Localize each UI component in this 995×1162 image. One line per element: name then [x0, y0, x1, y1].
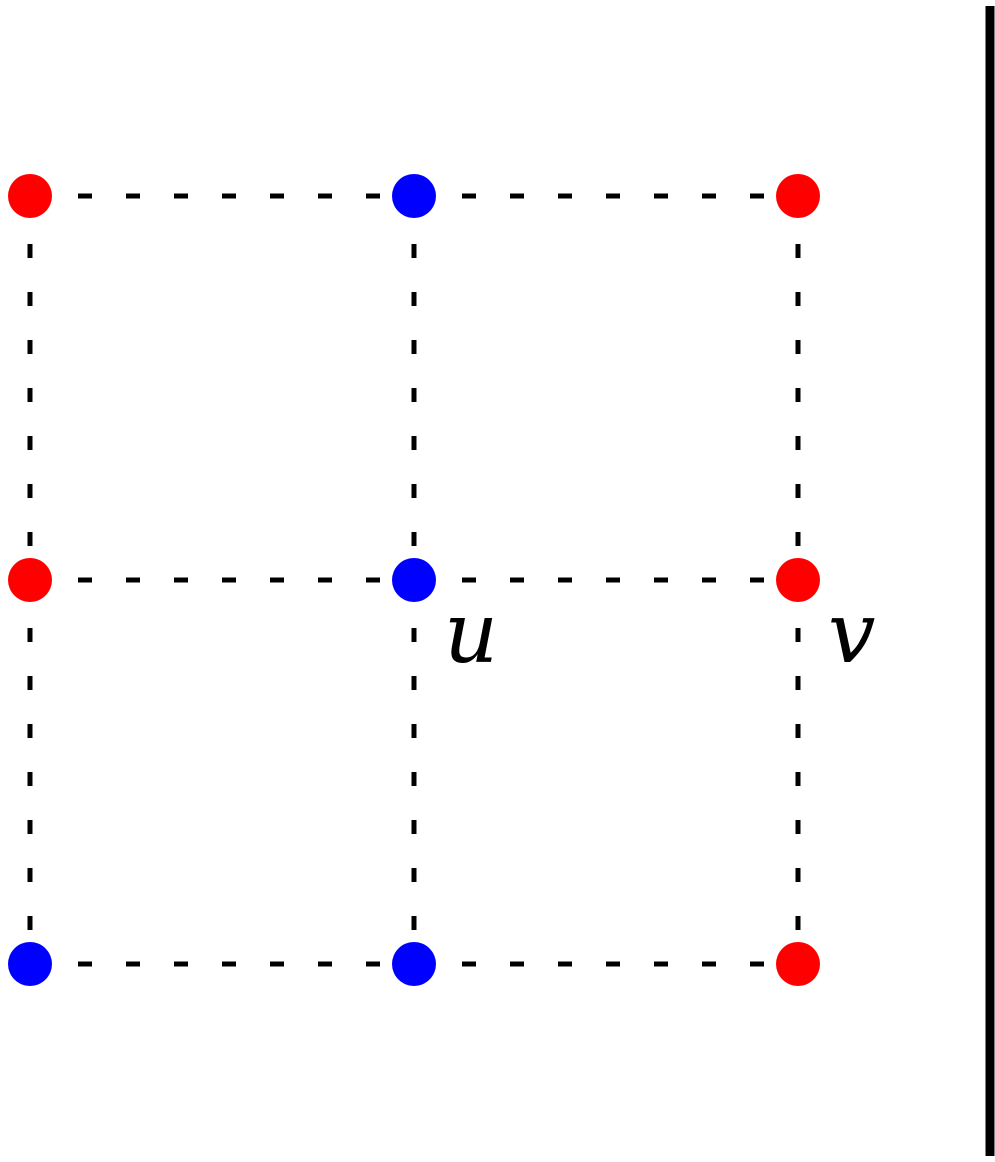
node-red-r0-c2 [776, 174, 820, 218]
node-red-r1-c0 [8, 558, 52, 602]
grid-nodes [8, 174, 820, 986]
node-label-u: u [444, 584, 498, 682]
node-label-v: v [828, 584, 875, 682]
grid-edges [27, 193, 801, 967]
node-red-r0-c0 [8, 174, 52, 218]
node-blue-r1-c1 [392, 558, 436, 602]
node-blue-r0-c1 [392, 174, 436, 218]
node-blue-r2-c1 [392, 942, 436, 986]
node-blue-r2-c0 [8, 942, 52, 986]
node-red-r2-c2 [776, 942, 820, 986]
node-red-r1-c2 [776, 558, 820, 602]
